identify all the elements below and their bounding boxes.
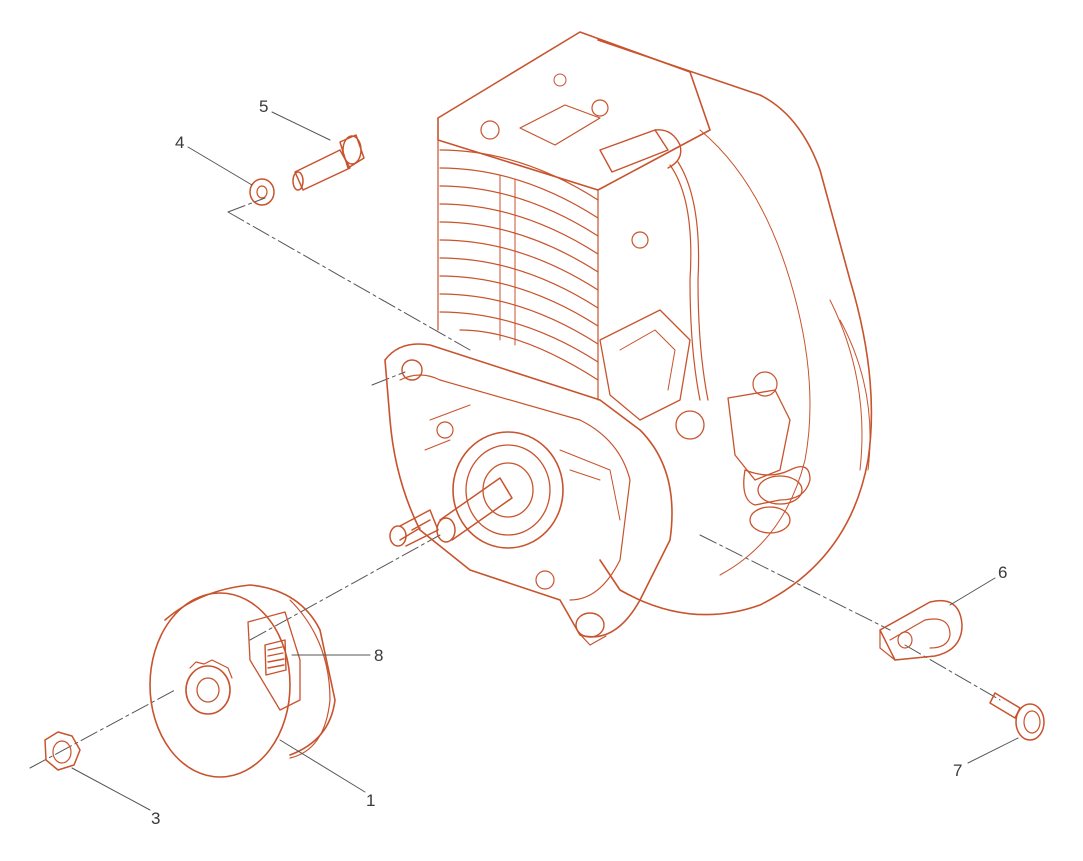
callout-numbers: 1 3 4 5 6 7 8 — [151, 97, 1007, 828]
socket-bolt — [292, 134, 365, 191]
bearing-outer — [452, 431, 564, 549]
assembly-axis-lines — [29, 197, 1001, 769]
top-hole-3 — [553, 73, 567, 87]
axis-clamp-to-engine — [699, 534, 891, 631]
crankshaft — [389, 477, 513, 547]
rear-cover-inner — [699, 129, 811, 576]
carb-bracket — [599, 309, 691, 421]
engine-assembly — [384, 31, 873, 646]
clutch-hub — [185, 665, 231, 715]
top-slot — [519, 104, 601, 146]
clutch-spring — [264, 639, 287, 676]
clutch-shoe-window — [247, 611, 301, 711]
leader-3 — [71, 767, 151, 811]
callout-7: 7 — [953, 761, 962, 780]
leader-5 — [271, 111, 331, 141]
clutch-drum-rim — [164, 584, 336, 756]
axis-clutch-to-shaft — [249, 534, 441, 641]
clutch-assembly — [149, 584, 336, 778]
rear-cover — [597, 39, 873, 616]
top-hole-2 — [591, 99, 609, 117]
rear-cover-rim — [829, 299, 863, 471]
ignition-bracket — [727, 389, 791, 481]
callout-8: 8 — [374, 646, 383, 665]
leader-lines — [71, 111, 1019, 811]
pipe-clamp — [879, 600, 963, 661]
leader-7 — [967, 737, 1019, 764]
axis-mount-hole — [371, 371, 406, 386]
callout-6: 6 — [998, 563, 1007, 582]
axis-nut-to-clutch — [29, 689, 176, 769]
cooling-fins — [439, 149, 599, 381]
front-housing — [384, 343, 673, 638]
bearing-mid — [465, 444, 551, 536]
lever-cap — [757, 475, 803, 505]
clutch-bore — [196, 677, 220, 703]
callout-5: 5 — [259, 97, 268, 116]
spark-plug — [599, 129, 709, 401]
mount-hole — [401, 359, 423, 381]
leader-6 — [949, 577, 996, 606]
callout-3: 3 — [151, 809, 160, 828]
leader-4 — [187, 146, 253, 186]
clutch-drum-face — [149, 592, 291, 778]
hex-nut — [44, 731, 81, 771]
top-hole-1 — [480, 120, 500, 140]
axis-screw-to-clamp — [904, 644, 1001, 701]
callout-4: 4 — [175, 133, 184, 152]
lever — [743, 466, 811, 506]
flange-screw — [989, 692, 1045, 741]
cylinder-top — [437, 31, 711, 191]
washer — [249, 178, 275, 206]
axis-bolt-to-engine — [227, 197, 471, 351]
callout-1: 1 — [366, 791, 375, 810]
leader-1 — [279, 739, 366, 793]
